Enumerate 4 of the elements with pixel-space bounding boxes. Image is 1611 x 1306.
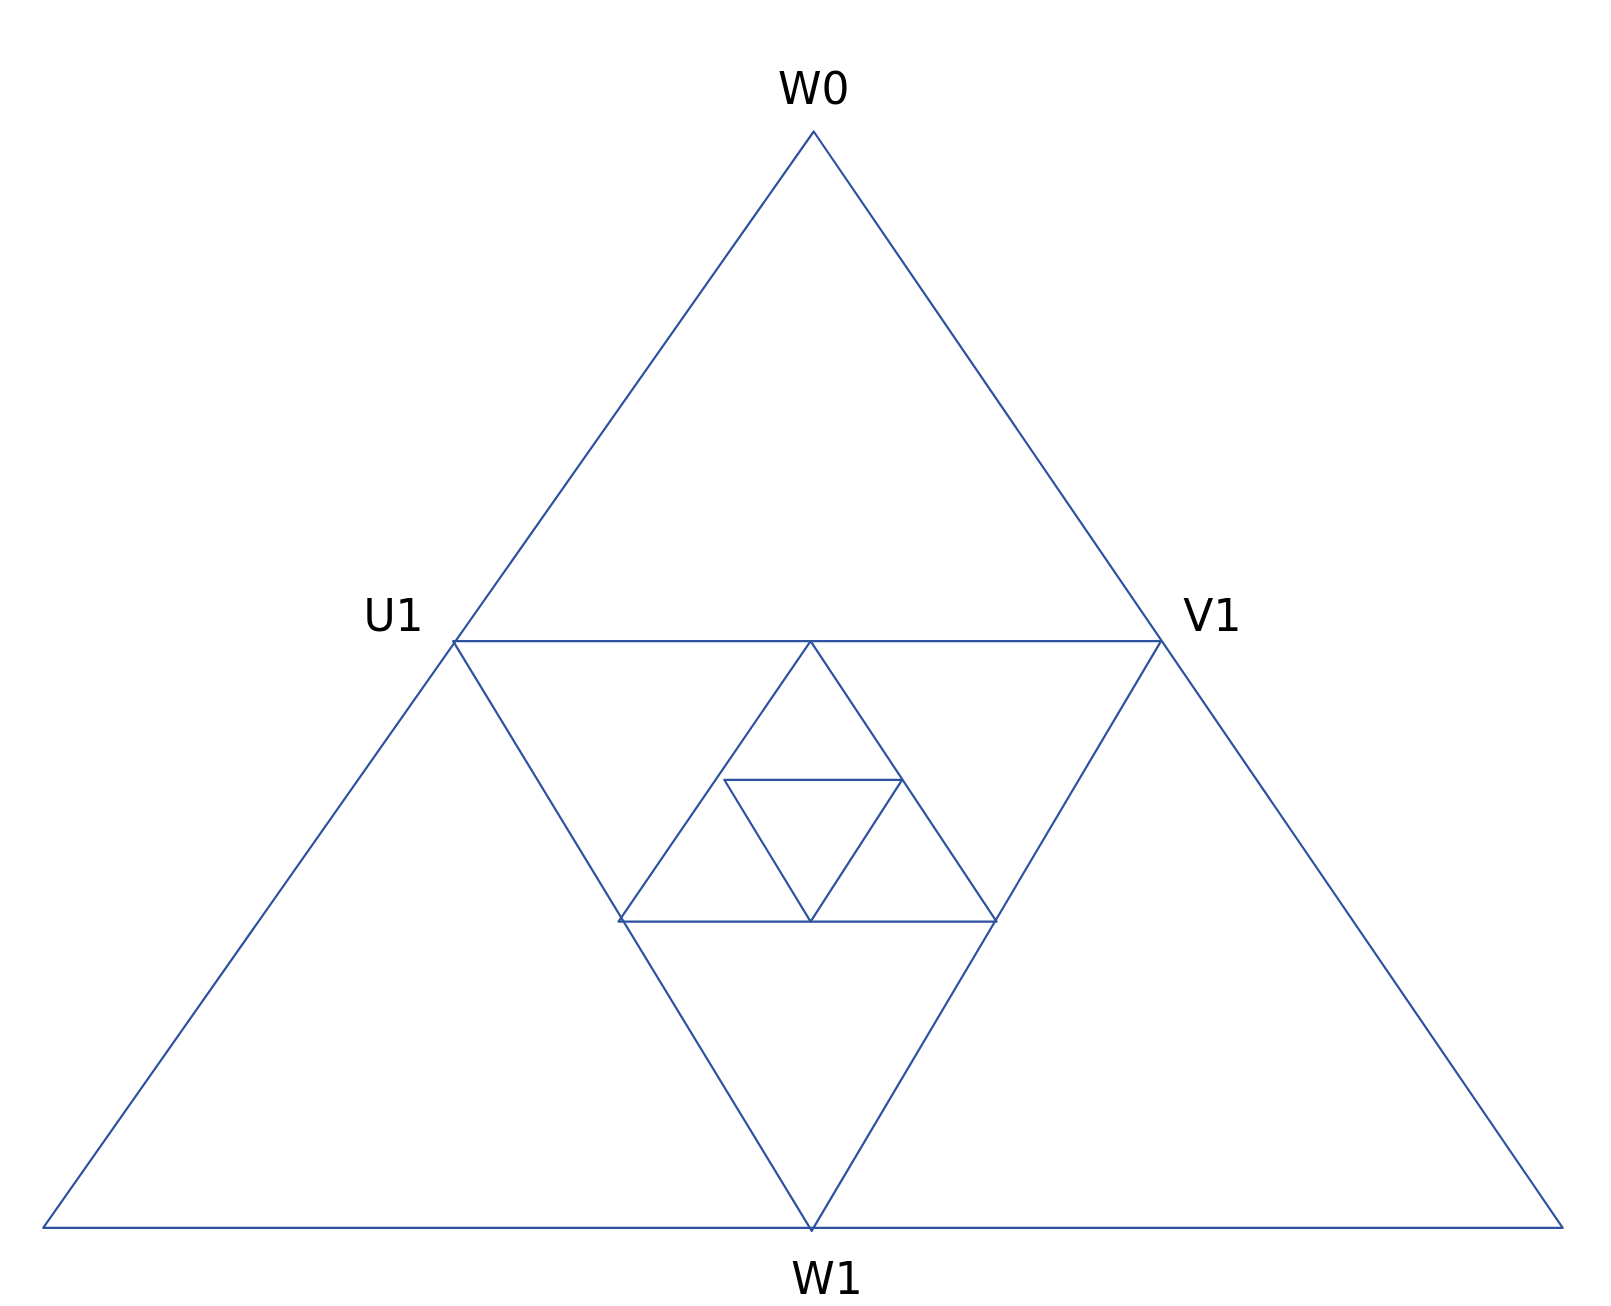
vertex-label: V1 <box>1183 594 1242 639</box>
vertex-label: U1 <box>363 594 424 639</box>
vertex-label: W1 <box>791 1257 863 1302</box>
vertex-label: W0 <box>777 67 850 112</box>
